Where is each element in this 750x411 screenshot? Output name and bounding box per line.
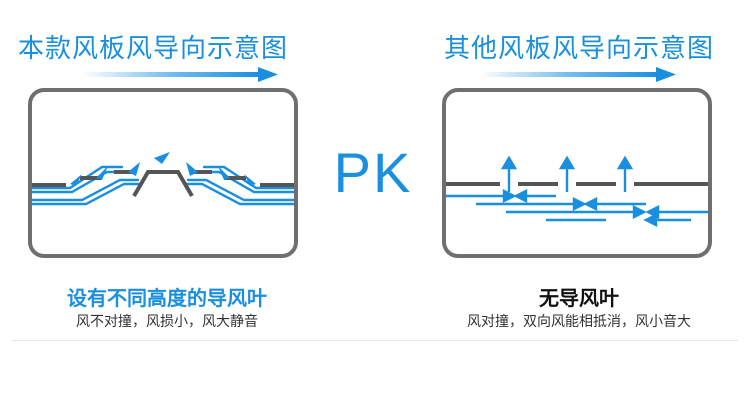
airflow-arrow-icon	[70, 174, 82, 186]
left-panel-label: 设有不同高度的导风叶	[67, 286, 267, 310]
flow-direction-arrow-icon	[480, 67, 676, 82]
left-panel-title: 本款风板风导向示意图	[18, 34, 289, 64]
right-airflow-diagram	[442, 88, 712, 258]
left-airflow-illustration	[32, 152, 294, 206]
left-airflow-diagram	[28, 88, 298, 258]
pk-versus-text: PK	[333, 141, 413, 204]
left-panel-description: 风不对撞，风损小，风大静音	[76, 314, 258, 330]
right-panel-label: 无导风叶	[539, 286, 619, 310]
right-comparison-panel: 其他风板风导向示意图	[424, 0, 734, 340]
left-comparison-panel: 本款风板风导向示意图	[12, 0, 322, 340]
bottom-divider	[12, 340, 738, 341]
right-airflow-illustration	[446, 155, 708, 227]
right-panel-title: 其他风板风导向示意图	[443, 34, 714, 64]
flow-direction-arrow-icon	[82, 67, 278, 82]
right-panel-description: 风对撞，双向风能相抵消，风小音大	[467, 314, 691, 330]
